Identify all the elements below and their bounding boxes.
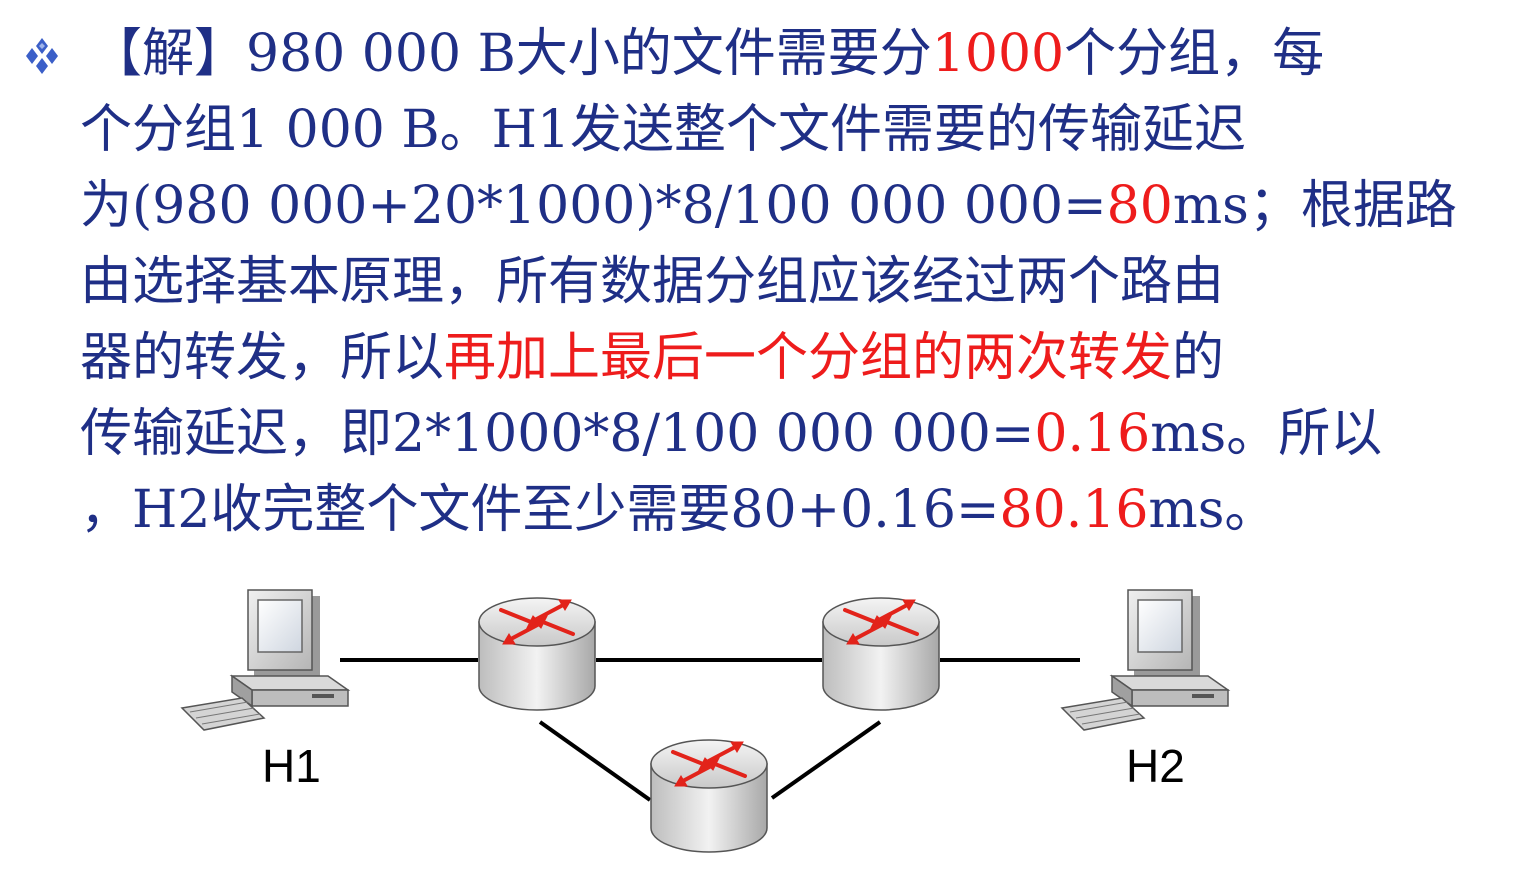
text-segment: 个分组1 000 B。H1发送整个文件需要的传输延迟 — [80, 100, 1247, 160]
highlighted-value: 80.16 — [999, 480, 1149, 540]
router-r2 — [821, 596, 941, 712]
text-segment: 传输延迟，即2*1000*8/100 000 000= — [80, 404, 1035, 464]
highlighted-value: 80 — [1106, 176, 1173, 236]
desktop-computer-icon — [181, 589, 349, 731]
link-r3-r2 — [770, 720, 882, 800]
network-links — [340, 658, 1080, 802]
link-r1-r3 — [538, 720, 652, 802]
text-segment: 的 — [1172, 328, 1225, 388]
highlighted-value: 1000 — [931, 24, 1065, 84]
solution-line: ，H2收完整个文件至少需要80+0.16=80.16ms。 — [80, 472, 1500, 548]
solution-line: 【解】980 000 B大小的文件需要分1000个分组，每 — [90, 16, 1500, 92]
highlighted-value: 再加上最后一个分组的两次转发 — [444, 328, 1173, 388]
host-label-h2: H2 — [1126, 740, 1185, 792]
solution-line: 个分组1 000 B。H1发送整个文件需要的传输延迟 — [80, 92, 1500, 168]
text-segment: ，H2收完整个文件至少需要80+0.16= — [80, 480, 1000, 540]
solution-line: 为(980 000+20*1000)*8/100 000 000=80ms；根据… — [80, 168, 1500, 244]
text-segment: 为(980 000+20*1000)*8/100 000 000= — [80, 176, 1107, 236]
text-segment: 器的转发，所以 — [80, 328, 445, 388]
text-segment: ms。 — [1148, 480, 1277, 540]
text-segment: ms。所以 — [1150, 404, 1383, 464]
network-diagram: H1 H2 — [181, 589, 1229, 854]
solution-line: 传输延迟，即2*1000*8/100 000 000=0.16ms。所以 — [80, 396, 1500, 472]
router-r3 — [649, 738, 769, 854]
router-r1 — [477, 596, 597, 712]
host-h2 — [1061, 589, 1229, 731]
solution-line: 器的转发，所以再加上最后一个分组的两次转发的 — [80, 320, 1500, 396]
host-label-h1: H1 — [262, 740, 321, 792]
solution-text: 【解】980 000 B大小的文件需要分1000个分组，每个分组1 000 B。… — [80, 16, 1500, 548]
highlighted-value: 0.16 — [1034, 404, 1151, 464]
solution-line: 由选择基本原理，所有数据分组应该经过两个路由 — [80, 244, 1500, 320]
text-segment: 由选择基本原理，所有数据分组应该经过两个路由 — [80, 252, 1225, 312]
text-segment: 个分组，每 — [1064, 24, 1325, 84]
desktop-computer-icon — [1061, 589, 1229, 731]
host-h1 — [181, 589, 349, 731]
text-segment: 【解】980 000 B大小的文件需要分 — [90, 24, 932, 84]
diamond-cluster-icon — [26, 38, 58, 74]
text-segment: ms；根据路 — [1172, 176, 1457, 236]
